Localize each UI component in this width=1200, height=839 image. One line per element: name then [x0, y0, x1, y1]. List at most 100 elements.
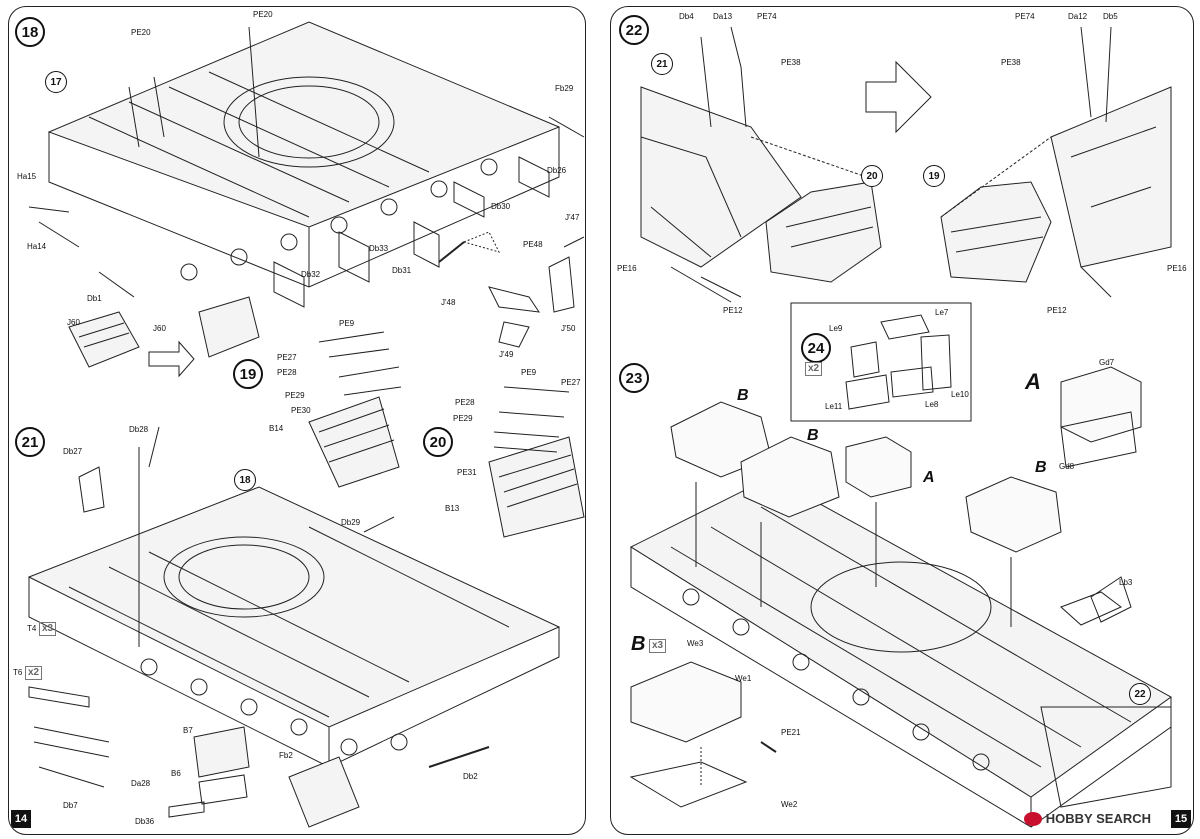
part-label: Da13 — [713, 12, 733, 21]
step22-right-drawing — [940, 26, 1172, 298]
part-label: J60 — [67, 318, 80, 327]
part-label: T4 — [27, 624, 37, 633]
reference-20: 20 — [861, 165, 883, 187]
part-label: Lb3 — [1119, 578, 1133, 587]
step-number-23: 23 — [619, 363, 649, 393]
part-label: J60 — [153, 324, 166, 333]
part-label: Db33 — [369, 244, 389, 253]
part-label: Db5 — [1103, 12, 1118, 21]
quantity-badge: x3 — [39, 622, 57, 636]
subassembly-marker: B — [1035, 459, 1047, 476]
part-label: Le10 — [951, 390, 969, 399]
part-label: Da28 — [131, 779, 151, 788]
step-number-18: 18 — [15, 17, 45, 47]
part-label: Gd8 — [1059, 462, 1075, 471]
step-number-19: 19 — [233, 359, 263, 389]
part-label: PE48 — [523, 240, 543, 249]
subassembly-marker: B — [737, 387, 749, 404]
step-number-21: 21 — [15, 427, 45, 457]
watermark: HOBBY SEARCH — [1023, 811, 1151, 826]
page-number-left: 14 — [11, 810, 31, 828]
part-label: B7 — [183, 726, 193, 735]
part-label: We3 — [687, 639, 704, 648]
subassembly-marker: A — [923, 469, 935, 486]
part-label: PE28 — [455, 398, 475, 407]
part-label: Db32 — [301, 270, 321, 279]
part-label: We1 — [735, 674, 752, 683]
part-label: J'48 — [441, 298, 456, 307]
part-label: Db27 — [63, 447, 83, 456]
part-label: Ha15 — [17, 172, 37, 181]
page-number-right: 15 — [1171, 810, 1191, 828]
part-label: PE38 — [1001, 58, 1021, 67]
subassembly-marker: B — [807, 427, 819, 444]
step23-chassis-drawing — [629, 476, 1172, 828]
instruction-page-right: 22 21 20 19 Db4 Da13 PE74 PE38 PE16 PE12… — [610, 6, 1194, 835]
part-label: PE16 — [1167, 264, 1187, 273]
part-label: J'49 — [499, 350, 514, 359]
part-label: Gd7 — [1099, 358, 1115, 367]
part-label: PE9 — [339, 319, 355, 328]
part-label: Le7 — [935, 308, 949, 317]
part-label: Db7 — [63, 801, 78, 810]
part-label: PE29 — [285, 391, 305, 400]
part-label: Db36 — [135, 817, 155, 826]
assembly-illustration-right — [611, 7, 1193, 834]
part-label: Le8 — [925, 400, 939, 409]
fuel-tanks — [670, 366, 1142, 627]
reference-17: 17 — [45, 71, 67, 93]
part-label: Db4 — [679, 12, 694, 21]
reference-22: 22 — [1129, 683, 1151, 705]
tow-bar-parts — [488, 236, 585, 348]
part-label: Db30 — [491, 202, 511, 211]
step19-drawing — [308, 331, 402, 488]
part-label: We2 — [781, 800, 798, 809]
lb3-part — [1060, 591, 1122, 626]
step22-left-drawing — [640, 26, 882, 303]
reference-19: 19 — [923, 165, 945, 187]
assembly-illustration-left — [9, 7, 585, 834]
part-label: PE20 — [253, 10, 273, 19]
part-label: B14 — [269, 424, 284, 433]
quantity-badge: x2 — [25, 666, 43, 680]
part-label: Ha14 — [27, 242, 47, 251]
part-label: Da12 — [1068, 12, 1088, 21]
direction-arrow — [865, 60, 932, 134]
part-label: Db1 — [87, 294, 102, 303]
part-label: PE38 — [781, 58, 801, 67]
hull-drawing-step18 — [28, 21, 585, 308]
hull-drawing-step21 — [27, 426, 561, 828]
part-label: PE31 — [457, 468, 477, 477]
part-label: J'50 — [561, 324, 576, 333]
step-number-20: 20 — [423, 427, 453, 457]
j60-parts — [68, 296, 260, 378]
part-label: Db31 — [392, 266, 412, 275]
step24-drawing — [845, 314, 952, 410]
part-label: Db29 — [341, 518, 361, 527]
part-label: Le11 — [825, 402, 843, 411]
part-label: PE28 — [277, 368, 297, 377]
part-label: PE30 — [291, 406, 311, 415]
part-label: Db28 — [129, 425, 149, 434]
subassembly-marker: B — [631, 633, 646, 655]
watermark-text: HOBBY SEARCH — [1045, 811, 1151, 826]
instruction-page-left: 18 17 PE20 PE20 Fb29 Ha15 Ha14 Db26 Db30… — [8, 6, 586, 835]
part-label: Fb2 — [279, 751, 293, 760]
subassembly-marker: A — [1025, 369, 1041, 394]
step-number-24: 24 — [801, 333, 831, 363]
part-label: PE20 — [131, 28, 151, 37]
part-label: J'47 — [565, 213, 580, 222]
part-label: PE21 — [781, 728, 801, 737]
part-label: PE29 — [453, 414, 473, 423]
part-label: T6 — [13, 668, 23, 677]
part-label: B13 — [445, 504, 460, 513]
part-label: PE27 — [277, 353, 297, 362]
part-label: PE12 — [723, 306, 743, 315]
part-label: PE27 — [561, 378, 581, 387]
quantity-badge: x2 — [805, 362, 823, 376]
part-label: Fb29 — [555, 84, 574, 93]
part-label: PE16 — [617, 264, 637, 273]
part-label: Db26 — [547, 166, 567, 175]
reference-18: 18 — [234, 469, 256, 491]
